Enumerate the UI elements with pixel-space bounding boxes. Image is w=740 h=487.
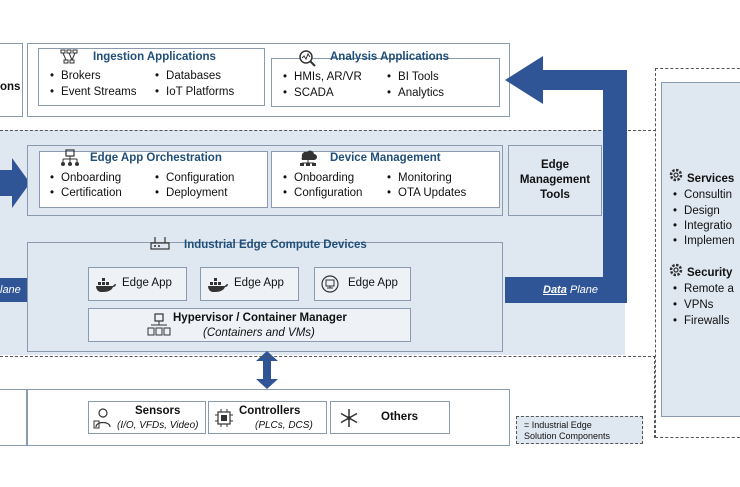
hypervisor-subtitle: (Containers and VMs) — [203, 327, 315, 339]
vm-monitor-icon — [321, 275, 339, 293]
orchestration-hierarchy-icon — [61, 149, 79, 166]
bottom-left-partial-box — [0, 389, 27, 446]
device-item-ota-updates: OTA Updates — [387, 187, 466, 199]
device-item-monitoring: Monitoring — [387, 172, 452, 184]
analysis-item-scada: SCADA — [283, 87, 334, 99]
edge-app-1-label: Edge App — [122, 277, 172, 289]
analysis-item-hmis: HMIs, AR/VR — [283, 71, 362, 83]
hypervisor-hierarchy-icon — [147, 313, 171, 336]
device-management-title: Device Management — [330, 152, 441, 164]
router-icon — [150, 237, 170, 250]
legend-box: = Industrial Edge Solution Components — [516, 416, 643, 444]
security-title: Security — [687, 267, 733, 279]
data-plane-flow-arrow — [505, 56, 627, 226]
device-item-configuration: Configuration — [283, 187, 362, 199]
left-inflow-arrow — [0, 158, 30, 208]
analytics-search-icon — [299, 50, 316, 67]
controller-chip-icon — [215, 409, 233, 427]
device-controllers-sub: (PLCs, DCS) — [255, 420, 313, 431]
bottom-dashed-border — [0, 356, 656, 357]
security-item-remote: Remote a — [673, 283, 734, 295]
ingestion-item-iot-platforms: IoT Platforms — [155, 86, 234, 98]
orchestration-item-onboarding: Onboarding — [50, 172, 121, 184]
orchestration-title: Edge App Orchestration — [90, 152, 222, 164]
data-plane-vertical-bar — [603, 70, 627, 303]
management-tools-box: Edge Management Tools — [508, 145, 602, 216]
edge-app-3-label: Edge App — [348, 277, 398, 289]
device-controllers: Controllers (PLCs, DCS) — [208, 401, 327, 434]
edge-app-2: Edge App — [200, 267, 299, 301]
services-title: Services — [687, 173, 735, 185]
device-controllers-name: Controllers — [239, 405, 301, 417]
device-cloud-icon — [300, 150, 317, 166]
device-sensors-name: Sensors — [135, 405, 181, 417]
security-gear-icon — [669, 263, 683, 277]
bidirectional-arrow — [256, 351, 278, 389]
data-plane-left-bar — [0, 278, 27, 302]
ingestion-title: Ingestion Applications — [93, 51, 216, 63]
device-others-name: Others — [381, 411, 419, 423]
data-plane-left-label: lane — [0, 284, 21, 296]
device-others: Others — [330, 401, 450, 434]
device-item-onboarding: Onboarding — [283, 172, 354, 184]
edge-app-3: Edge App — [314, 267, 411, 301]
top-left-partial-box — [0, 43, 23, 117]
data-word: Data — [543, 284, 567, 296]
hypervisor-box: Hypervisor / Container Manager (Containe… — [88, 308, 411, 342]
network-nodes-icon — [60, 49, 78, 64]
mgmt-tools-line3: Tools — [540, 189, 570, 201]
docker-icon — [208, 278, 228, 292]
ingestion-item-event-streams: Event Streams — [50, 86, 136, 98]
security-item-vpns: VPNs — [673, 299, 713, 311]
compute-title: Industrial Edge Compute Devices — [184, 239, 367, 251]
sensor-person-icon — [93, 408, 111, 429]
mgmt-tools-line1: Edge — [540, 159, 570, 171]
orchestration-item-certification: Certification — [50, 187, 122, 199]
services-item-integration: Integratio — [673, 220, 732, 232]
edge-band-dashed-border — [0, 130, 656, 131]
data-plane-right-label: Data Plane — [543, 284, 598, 296]
ingestion-item-brokers: Brokers — [50, 70, 101, 82]
device-sensors-sub: (I/O, VFDs, Video) — [117, 420, 199, 431]
edge-app-1: Edge App — [88, 267, 187, 301]
legend-line1: = Industrial Edge — [524, 420, 592, 430]
mgmt-tools-line2: Management — [519, 174, 591, 186]
ingestion-item-databases: Databases — [155, 70, 221, 82]
services-item-implementation: Implemen — [673, 235, 735, 247]
security-item-firewalls: Firewalls — [673, 315, 729, 327]
services-panel — [661, 82, 740, 417]
orchestration-item-deployment: Deployment — [155, 187, 227, 199]
hypervisor-title: Hypervisor / Container Manager — [173, 312, 347, 324]
plane-word: Plane — [569, 284, 599, 296]
top-left-partial-label: ons — [0, 81, 21, 93]
services-item-consulting: Consultin — [673, 189, 732, 201]
analysis-item-analytics: Analytics — [387, 87, 444, 99]
edge-app-2-label: Edge App — [234, 277, 284, 289]
right-dashed-vertical — [654, 356, 655, 438]
orchestration-item-configuration: Configuration — [155, 172, 234, 184]
legend-line2: Solution Components — [524, 431, 611, 441]
analysis-item-bi-tools: BI Tools — [387, 71, 439, 83]
snowflake-network-icon — [340, 409, 358, 427]
services-item-design: Design — [673, 205, 720, 217]
analysis-title: Analysis Applications — [330, 51, 450, 63]
docker-icon — [96, 278, 116, 292]
services-gear-icon — [669, 168, 683, 182]
device-sensors: Sensors (I/O, VFDs, Video) — [88, 401, 206, 434]
